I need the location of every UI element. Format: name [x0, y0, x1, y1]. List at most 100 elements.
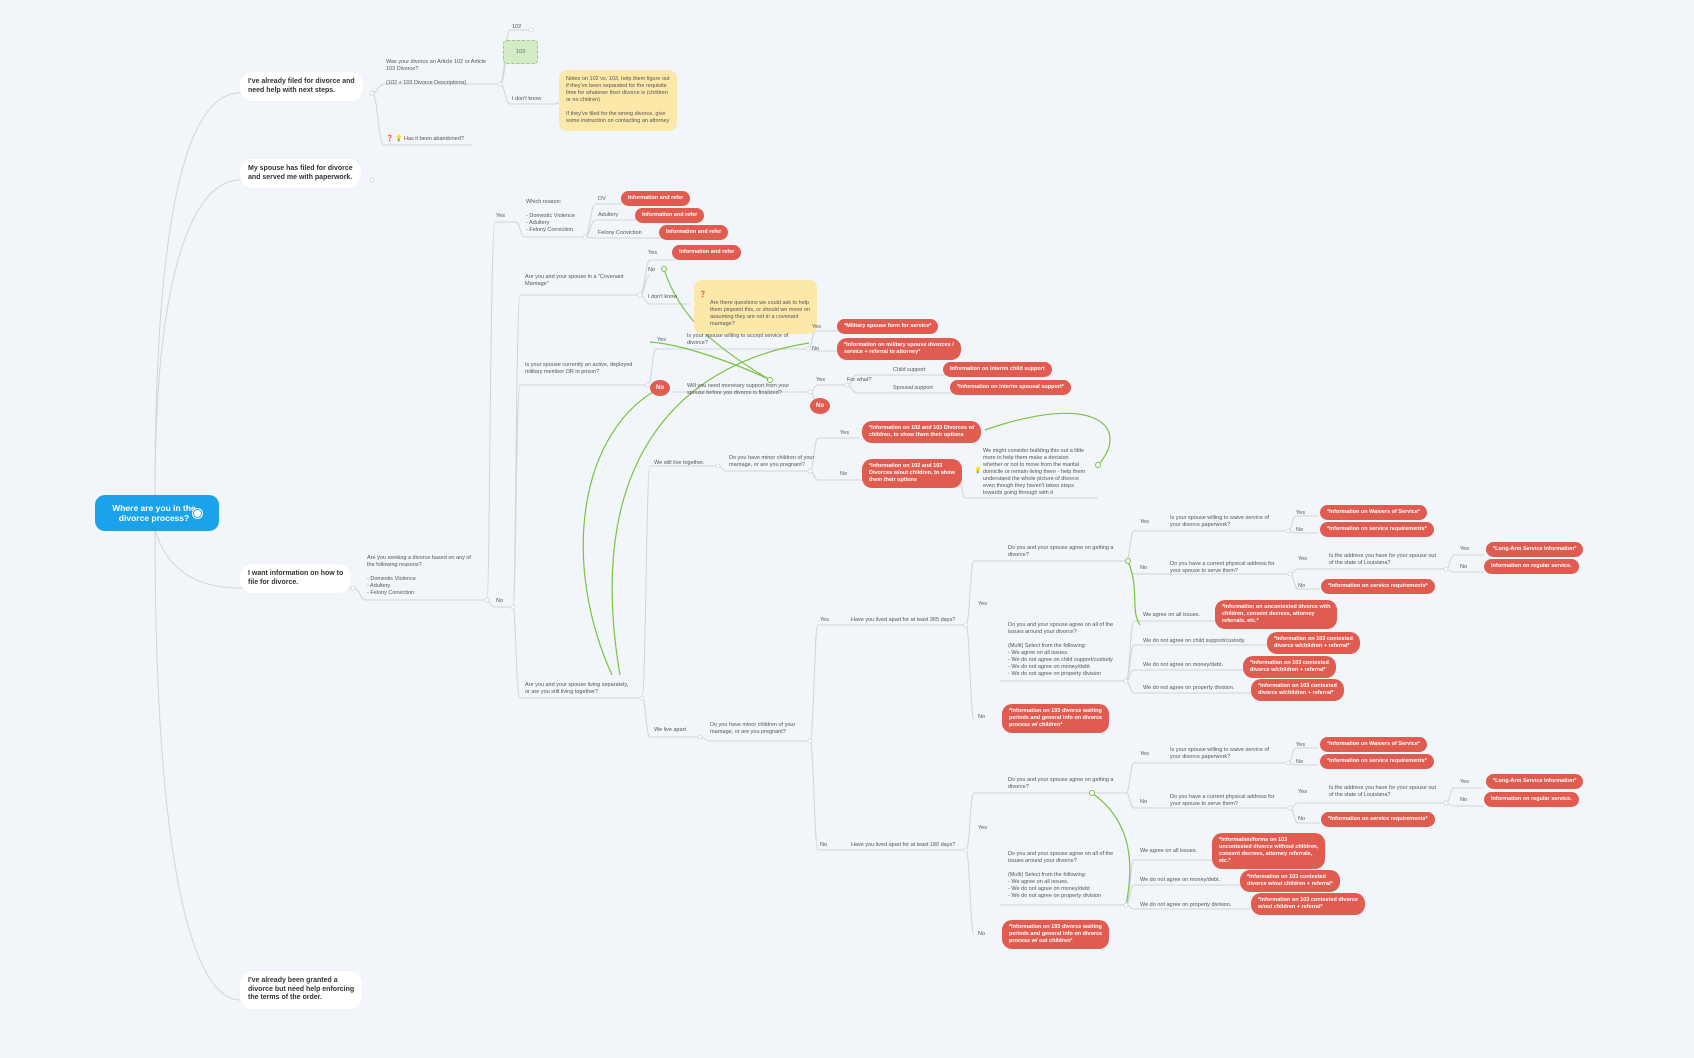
info-child-support[interactable]: Information on interim child support	[943, 362, 1052, 377]
filed-question: Was your divorce an Article 102 or Artic…	[386, 59, 487, 86]
info-103-waiting-children[interactable]: *Information on 103 divorce waiting peri…	[1002, 704, 1110, 733]
covenant-note: ❓ Are there questions we could ask to he…	[694, 280, 817, 334]
os-yes-365: Yes	[1460, 546, 1469, 552]
agree-question-180: Do you and your spouse agree on getting …	[1008, 777, 1114, 790]
info-with-children[interactable]: *Information on 102 and 103 Divorces w/ …	[862, 421, 982, 443]
not-money-365: We do not agree on money/debt.	[1143, 662, 1224, 668]
days-365-question: Have you lived apart for at least 365 da…	[851, 617, 956, 623]
opt-103-label: 103	[515, 49, 526, 55]
d180-no: No	[978, 931, 986, 937]
days-180-question: Have you lived apart for at least 180 da…	[851, 842, 956, 848]
agree-yes-180: Yes	[1140, 751, 1149, 757]
long-arm-365[interactable]: *Long-Arm Service Information*	[1486, 542, 1584, 557]
info-uncontested-nochildren[interactable]: *Information/forms on 103 uncontested di…	[1212, 833, 1326, 869]
info-waivers-180[interactable]: *Information on Waivers of Service*	[1320, 737, 1428, 752]
info-service-req-180[interactable]: *Information on service requirements*	[1320, 754, 1434, 769]
info-103-waiting-nochildren[interactable]: *Information on 103 divorce waiting peri…	[1002, 920, 1110, 949]
addr-yes-180: Yes	[1298, 789, 1307, 795]
question-icon: ❓	[386, 136, 394, 142]
military-question: Is your spouse currently an active, depl…	[525, 362, 633, 375]
info-spousal-support[interactable]: *Information on interim spousal support*	[950, 380, 1071, 395]
waive-question-365: Is your spouse willing to waive service …	[1170, 515, 1270, 528]
info-service-req-365[interactable]: *Information on service requirements*	[1320, 522, 1434, 537]
info-refer-adultery[interactable]: Information and refer	[635, 208, 705, 223]
branch-how-to[interactable]: I want information on how to file for di…	[240, 564, 352, 593]
info-103-contested-property[interactable]: *Information on 103 contested divorce w/…	[1251, 679, 1344, 701]
build-note: We might consider building this out a li…	[983, 448, 1086, 496]
living-question: Are you and your spouse living separatel…	[525, 682, 629, 695]
apart-minor-yes: Yes	[820, 617, 829, 623]
monetary-yes: Yes	[816, 377, 825, 383]
agree-no-365: No	[1140, 565, 1148, 571]
addr-no-180: No	[1298, 816, 1306, 822]
monetary-no[interactable]: No	[810, 398, 830, 414]
military-yes: Yes	[657, 337, 666, 343]
info-103-contested-child[interactable]: *Information on 103 contested divorce w/…	[1267, 632, 1360, 654]
os-no-180: No	[1460, 797, 1468, 803]
apart-minor-no: No	[820, 842, 828, 848]
branch-served[interactable]: My spouse has filed for divorce and serv…	[240, 159, 361, 188]
child-support-label: Child support	[893, 367, 926, 373]
address-question-180: Do you have a current physical address f…	[1170, 794, 1275, 807]
info-103-contested-nochildren[interactable]: *Information on 103 contested divorce w/…	[1240, 870, 1340, 892]
question-icon: ❓	[699, 292, 707, 298]
opt-dont-know[interactable]: I don't know	[512, 96, 542, 102]
waive-yes-180: Yes	[1296, 742, 1305, 748]
d365-yes: Yes	[978, 601, 987, 607]
info-waivers-365[interactable]: *Information on Waivers of Service*	[1320, 505, 1428, 520]
addr-yes-365: Yes	[1298, 556, 1307, 562]
adultery-label: Adultery	[598, 212, 619, 218]
info-refer-covenant[interactable]: Information and refer	[672, 245, 742, 260]
issues-question-180: Do you and your spouse agree on all of t…	[1008, 851, 1114, 899]
long-arm-180[interactable]: *Long-Arm Service Information*	[1486, 774, 1584, 789]
dv-label: DV	[598, 196, 606, 202]
apart-minor-question: Do you have minor children of your marri…	[710, 722, 796, 735]
regular-service-180[interactable]: Information on regular service.	[1484, 792, 1579, 807]
felony-label: Felony Conviction	[598, 230, 642, 236]
os-yes-180: Yes	[1460, 779, 1469, 785]
together-minor-no: No	[840, 471, 848, 477]
covenant-dont-know: I don't know	[648, 294, 678, 300]
info-refer-felony[interactable]: Information and refer	[659, 225, 729, 240]
opt-102[interactable]: 102	[512, 24, 522, 30]
branch-filed[interactable]: I've already filed for divorce and need …	[240, 72, 363, 101]
reasons-yes: Yes	[496, 213, 505, 219]
waive-yes-365: Yes	[1296, 510, 1305, 516]
info-refer-dv[interactable]: Information and refer	[621, 191, 691, 206]
info-uncontested-children[interactable]: *Information on uncontested divorce with…	[1215, 600, 1338, 629]
lightbulb-icon: 💡	[395, 136, 403, 142]
not-property-180: We do not agree on property division.	[1140, 902, 1232, 908]
accept-no: No	[812, 346, 820, 352]
info-service-req-addr-180[interactable]: *Information on service requirements*	[1321, 812, 1435, 827]
agree-yes-365: Yes	[1140, 519, 1149, 525]
info-without-children[interactable]: *Information on 102 and 103 Divorces w/o…	[862, 459, 962, 488]
info-103-contested-nochildren2[interactable]: *Information on 103 contested divorce w/…	[1251, 893, 1365, 915]
covenant-yes: Yes	[648, 250, 657, 256]
abandoned-label: Has it been abandoned?	[404, 136, 464, 142]
live-together: We still live together.	[654, 460, 705, 466]
live-apart: We live apart.	[654, 727, 688, 733]
issues-question-365: Do you and your spouse agree on all of t…	[1008, 622, 1114, 677]
agree-no-180: No	[1140, 799, 1148, 805]
military-no[interactable]: No	[650, 380, 670, 396]
agree-all-365: We agree on all issues.	[1143, 612, 1201, 618]
military-info[interactable]: *Information on military spouse divorces…	[837, 338, 961, 360]
waive-no-180: No	[1296, 759, 1304, 765]
covenant-no: No	[648, 267, 656, 273]
which-reason: Which reason: - Domestic Violence - Adul…	[526, 199, 575, 233]
lightbulb-icon: 💡	[974, 468, 982, 474]
spousal-support-label: Spousal support	[893, 385, 933, 391]
collapse-icon[interactable]	[193, 509, 202, 518]
reasons-no: No	[496, 598, 504, 604]
info-103-contested-money[interactable]: *Information on 103 contested divorce w/…	[1243, 656, 1336, 678]
root-topic[interactable]: Where are you in the divorce process?	[95, 495, 219, 531]
opt-103[interactable]: 103	[503, 40, 538, 64]
agree-all-180: We agree on all issues.	[1140, 848, 1198, 854]
monetary-no-label: No	[816, 403, 824, 409]
waive-question-180: Is your spouse willing to waive service …	[1170, 747, 1270, 760]
branch-granted[interactable]: I've already been granted a divorce but …	[240, 971, 363, 1009]
info-service-req-addr-365[interactable]: *Information on service requirements*	[1321, 579, 1435, 594]
covenant-question: Are you and your spouse in a "Covenant M…	[525, 274, 624, 287]
military-form[interactable]: *Military spouse form for service*	[837, 319, 939, 334]
regular-service-365[interactable]: Information on regular service.	[1484, 559, 1579, 574]
